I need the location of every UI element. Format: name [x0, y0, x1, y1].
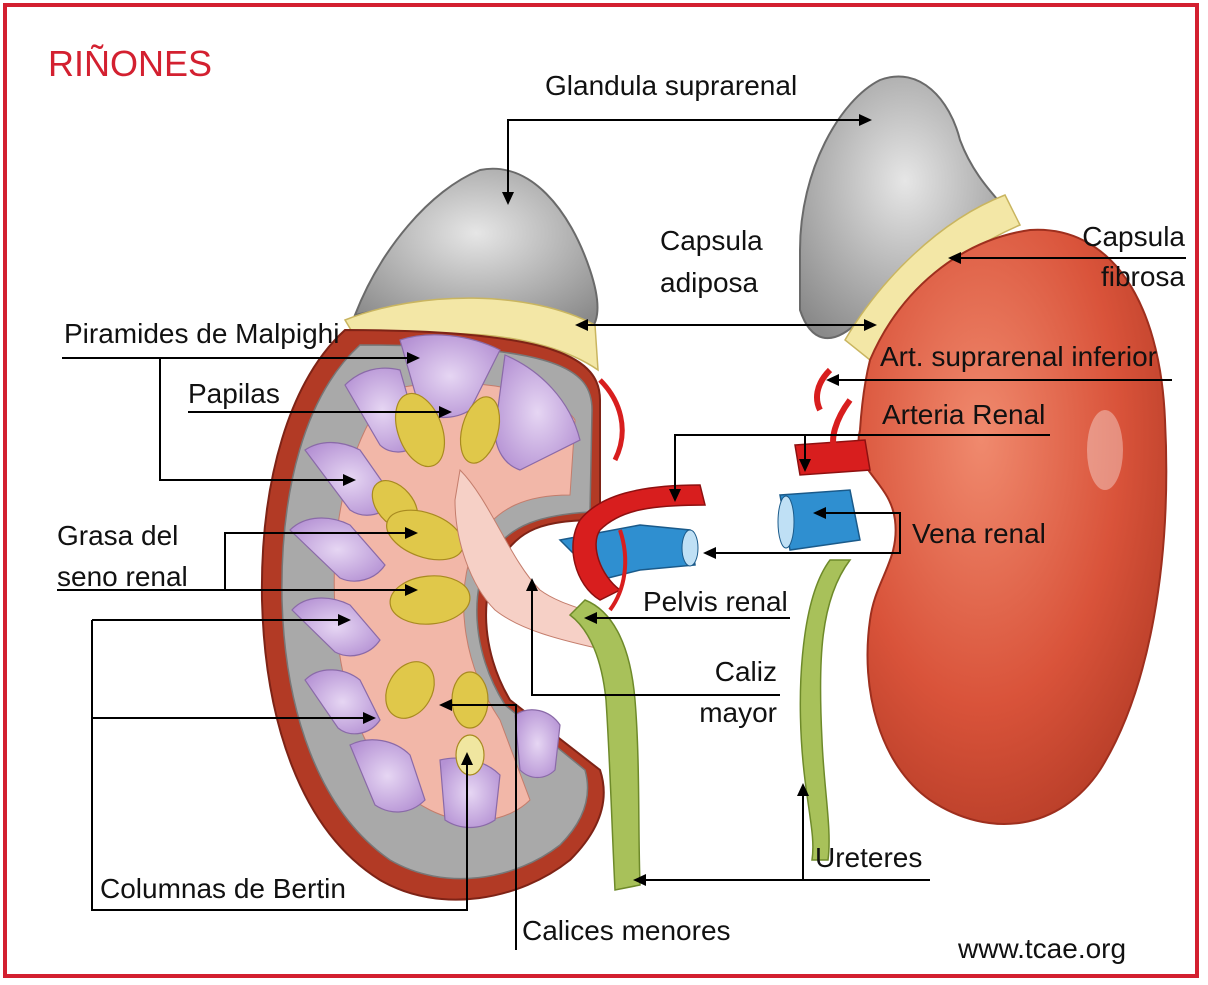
sectioned-kidney [262, 169, 705, 900]
label-capsula-fibrosa-2: fibrosa [1101, 261, 1185, 292]
label-arteria-renal: Arteria Renal [882, 399, 1045, 430]
ureter-right [800, 560, 850, 860]
external-kidney [778, 76, 1166, 860]
label-capsula-adiposa-1: Capsula [660, 225, 763, 256]
label-columnas-bertin: Columnas de Bertin [100, 873, 346, 904]
label-caliz-2: mayor [699, 697, 777, 728]
label-caliz-1: Caliz [715, 656, 777, 687]
label-calices-menores: Calices menores [522, 915, 731, 946]
label-papilas: Papilas [188, 378, 280, 409]
website-credit: www.tcae.org [957, 933, 1126, 964]
label-vena-renal: Vena renal [912, 518, 1046, 549]
page-title: RIÑONES [48, 43, 212, 84]
suprarenal-artery [817, 370, 830, 410]
label-grasa-1: Grasa del [57, 520, 178, 551]
label-pelvis-renal: Pelvis renal [643, 586, 788, 617]
label-capsula-adiposa-2: adiposa [660, 267, 759, 298]
label-piramides: Piramides de Malpighi [64, 318, 339, 349]
label-art-suprarenal: Art. suprarenal inferior [880, 341, 1157, 372]
label-grasa-2: seno renal [57, 561, 188, 592]
label-capsula-fibrosa-1: Capsula [1082, 221, 1185, 252]
label-glandula-suprarenal: Glandula suprarenal [545, 70, 797, 101]
label-ureteres: Ureteres [815, 842, 922, 873]
